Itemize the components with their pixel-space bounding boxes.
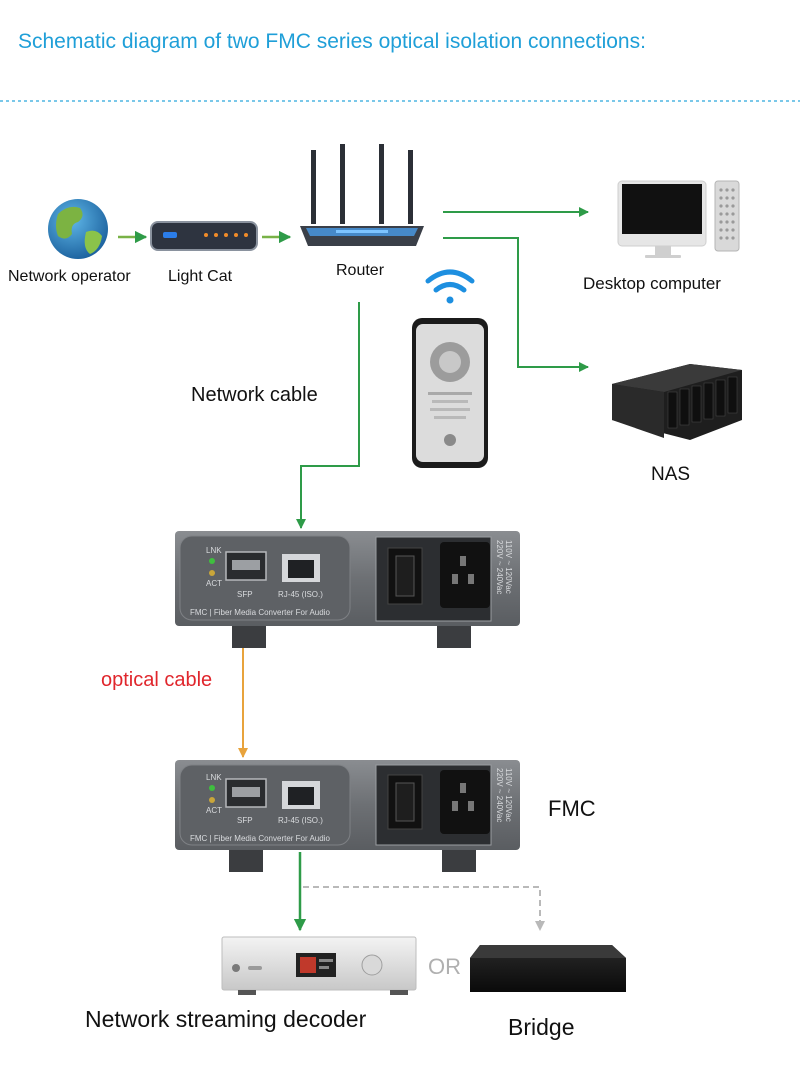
globe-icon (48, 199, 108, 259)
act-led-icon (209, 797, 215, 803)
foot-icon (442, 850, 476, 872)
power-socket-icon (440, 542, 490, 608)
bridge-icon (470, 945, 626, 992)
fmc-label: FMC (548, 796, 596, 821)
rj45-label: RJ-45 (ISO.) (278, 590, 323, 599)
arrow-router-to-nas (443, 237, 589, 372)
voltage-label-2: 220V ~ 240Vac (495, 768, 504, 822)
desktop-computer-label: Desktop computer (583, 274, 721, 293)
lnk-label: LNK (206, 546, 222, 555)
fmc-footer-label: FMC | Fiber Media Converter For Audio (190, 608, 330, 617)
nas-icon (612, 364, 742, 440)
light-cat-label: Light Cat (168, 268, 233, 285)
optical-cable-label: optical cable (101, 669, 213, 691)
router-label: Router (336, 262, 385, 279)
streaming-decoder-icon (221, 936, 417, 995)
lnk-led-icon (209, 558, 215, 564)
act-label: ACT (206, 806, 222, 815)
lnk-led-icon (209, 785, 215, 791)
fmc-unit-top (175, 531, 520, 648)
light-cat-icon (150, 221, 258, 251)
foot-icon (232, 626, 266, 648)
network-cable-label: Network cable (191, 384, 318, 406)
router-icon (300, 144, 424, 246)
voltage-label-2: 220V ~ 240Vac (495, 540, 504, 594)
act-label: ACT (206, 579, 222, 588)
wifi-icon (425, 269, 475, 304)
lnk-label: LNK (206, 773, 222, 782)
streaming-decoder-label: Network streaming decoder (85, 1006, 367, 1032)
nas-label: NAS (651, 464, 691, 485)
desktop-computer-icon (617, 180, 740, 258)
fmc-footer-label: FMC | Fiber Media Converter For Audio (190, 834, 330, 843)
bridge-label: Bridge (508, 1014, 575, 1040)
voltage-label-1: 110V ~ 120Vac (504, 540, 513, 594)
foot-icon (437, 626, 471, 648)
sfp-label: SFP (237, 590, 253, 599)
act-led-icon (209, 570, 215, 576)
sfp-label: SFP (237, 816, 253, 825)
or-label: OR (428, 954, 461, 979)
arrow-fmc-to-bridge (303, 886, 545, 931)
smartphone-icon (412, 318, 488, 468)
page-title: Schematic diagram of two FMC series opti… (18, 30, 646, 53)
fmc-unit-bottom (175, 760, 520, 872)
voltage-label-1: 110V ~ 120Vac (504, 768, 513, 822)
network-cable-line (296, 302, 360, 529)
rj45-label: RJ-45 (ISO.) (278, 816, 323, 825)
network-operator-label: Network operator (8, 268, 131, 285)
foot-icon (229, 850, 263, 872)
power-socket-icon (440, 770, 490, 834)
